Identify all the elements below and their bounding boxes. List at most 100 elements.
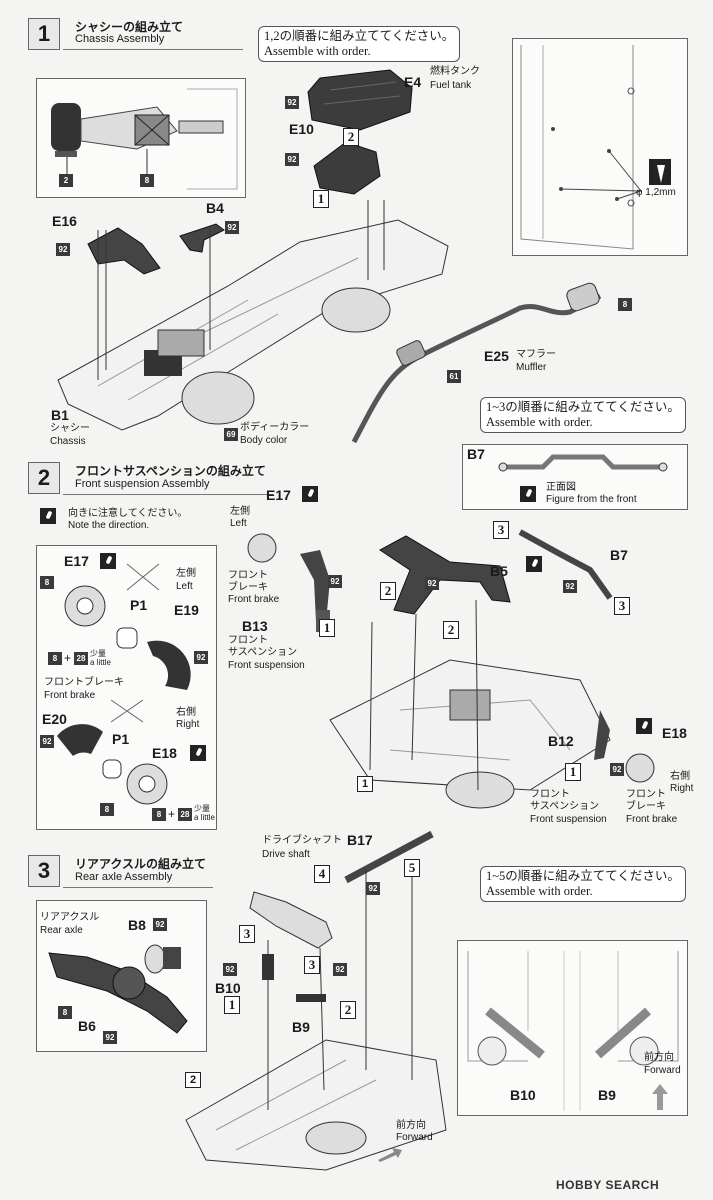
paint-code-92-b5: 92: [425, 577, 439, 590]
forward-arrow-icon: [378, 1148, 402, 1162]
front-susp-ja-2: サスペンション: [228, 647, 298, 658]
paint-code-28-top: 28: [74, 652, 88, 665]
rear-detail-panel: [457, 940, 688, 1116]
order-marker-5-step3: 5: [404, 859, 420, 877]
paint-code-28-bottom: 28: [178, 808, 192, 821]
paint-code-8-little: 8: [48, 652, 62, 665]
little-ja-top: 少量: [90, 649, 106, 658]
left-ja-detail: 左側: [176, 568, 196, 579]
paint-code-8: 8: [140, 174, 154, 187]
order-marker-2-step1: 2: [343, 128, 359, 146]
order-marker-3-step3b: 3: [304, 956, 320, 974]
direction-note-en: Note the direction.: [68, 520, 150, 531]
paint-code-92-b9: 92: [333, 963, 347, 976]
front-suspension-assembly: [247, 529, 655, 809]
paint-code-8-e17: 8: [40, 576, 54, 589]
paint-code-8-bottom: 8: [152, 808, 166, 821]
detail-panel-drill: [512, 38, 688, 256]
front-susp-ja-1: フロント: [228, 635, 268, 646]
part-label-e18-detail: E18: [152, 745, 177, 761]
paint-code-8-e18: 8: [100, 803, 114, 816]
rear-axle-en: Rear axle: [40, 925, 83, 936]
paint-code-2: 2: [59, 174, 73, 187]
step-2-number: 2: [28, 462, 60, 494]
order-marker-3-step2a: 3: [493, 521, 509, 539]
front-brake-ja-bottom-2: ブレーキ: [626, 801, 666, 812]
step-3-title-ja: リアアクスルの組み立て: [75, 857, 207, 871]
order-marker-3-step3a: 3: [239, 925, 255, 943]
part-label-b5: B5: [490, 563, 508, 579]
part-label-b10: B10: [215, 980, 241, 996]
paint-code-8-muffler: 8: [618, 298, 632, 311]
right-en-detail: Right: [176, 719, 200, 730]
part-label-e20: E20: [42, 711, 67, 727]
order-marker-3-step2b: 3: [614, 597, 630, 615]
part-label-e16: E16: [52, 213, 77, 229]
part-label-b8: B8: [128, 917, 146, 933]
part-label-e4: E4: [404, 74, 422, 90]
part-label-b4: B4: [206, 200, 224, 216]
order-marker-1-step2: 1: [319, 619, 335, 637]
part-label-e19: E19: [174, 602, 199, 618]
step-1-number: 1: [28, 18, 60, 50]
paint-code-69: 69: [224, 428, 238, 441]
step-2-title-en: Front suspension Assembly: [75, 478, 210, 490]
front-view-ja: 正面図: [546, 482, 576, 493]
part-b4: [179, 223, 225, 253]
fuel-tank-ja: 燃料タンク: [430, 66, 480, 77]
body-color-en: Body color: [240, 435, 288, 446]
order-note-3: 1~5の順番に組み立ててください。Assemble with order.: [480, 866, 686, 902]
right-ja-detail: 右側: [176, 707, 196, 718]
part-label-p1-bottom: P1: [112, 731, 130, 747]
up-arrow-icon: [652, 1084, 668, 1110]
driveshaft-ja: ドライブシャフト: [262, 835, 342, 846]
right-ja: 右側: [670, 771, 690, 782]
paint-code-92-b8: 92: [153, 918, 167, 931]
brake-ja-detail: フロントブレーキ: [44, 677, 124, 688]
paint-code-8-b6: 8: [58, 1006, 72, 1019]
chassis-b1: [57, 200, 449, 431]
rear-axle-assembly: [185, 830, 447, 1171]
chassis-ref-2: 2: [185, 1072, 201, 1088]
left-en: Left: [230, 518, 247, 529]
step-1-title-en: Chassis Assembly: [75, 33, 165, 45]
muffler-en: Muffler: [516, 362, 547, 373]
part-label-b6: B6: [78, 1018, 96, 1034]
little-en-top: a little: [90, 658, 111, 667]
part-label-e17: E17: [266, 487, 291, 503]
part-label-e17-detail: E17: [64, 553, 89, 569]
rear-axle-ja: リアアクスル: [40, 912, 100, 923]
body-color-ja: ボディーカラー: [240, 422, 310, 433]
front-brake-ja-bottom-1: フロント: [626, 789, 666, 800]
part-label-e25: E25: [484, 348, 509, 364]
front-susp-ja-bottom-1: フロント: [530, 789, 570, 800]
driveshaft-en: Drive shaft: [262, 849, 310, 860]
chassis-en: Chassis: [50, 436, 86, 447]
plus-sign-bottom: +: [168, 807, 176, 821]
part-label-e10: E10: [289, 121, 314, 137]
part-label-b13: B13: [242, 618, 268, 634]
order-marker-1-step3: 1: [224, 996, 240, 1014]
little-en-bottom: a little: [194, 813, 215, 822]
part-label-b17: B17: [347, 832, 373, 848]
brake-detail-panel: [36, 545, 217, 830]
caution-icon: [40, 508, 56, 524]
forward-en: Forward: [396, 1132, 433, 1143]
muffler-ja: マフラー: [516, 349, 556, 360]
chassis-ref-1: 1: [357, 776, 373, 792]
caution-icon-e18: [636, 718, 652, 734]
right-en: Right: [670, 783, 694, 794]
part-label-b9-detail: B9: [598, 1087, 616, 1103]
front-brake-ja-2: ブレーキ: [228, 582, 268, 593]
direction-note-ja: 向きに注意してください。: [68, 508, 188, 519]
caution-icon-e18-detail: [190, 745, 206, 761]
paint-code-92-b13: 92: [328, 575, 342, 588]
rear-axle-detail-panel: [36, 900, 207, 1052]
forward-ja: 前方向: [396, 1120, 426, 1131]
part-label-e18: E18: [662, 725, 687, 741]
paint-code-92-e4: 92: [285, 96, 299, 109]
plus-sign-top: +: [64, 651, 72, 665]
front-view-en: Figure from the front: [546, 494, 637, 505]
fuel-tank-part: [307, 69, 413, 131]
left-en-detail: Left: [176, 581, 193, 592]
